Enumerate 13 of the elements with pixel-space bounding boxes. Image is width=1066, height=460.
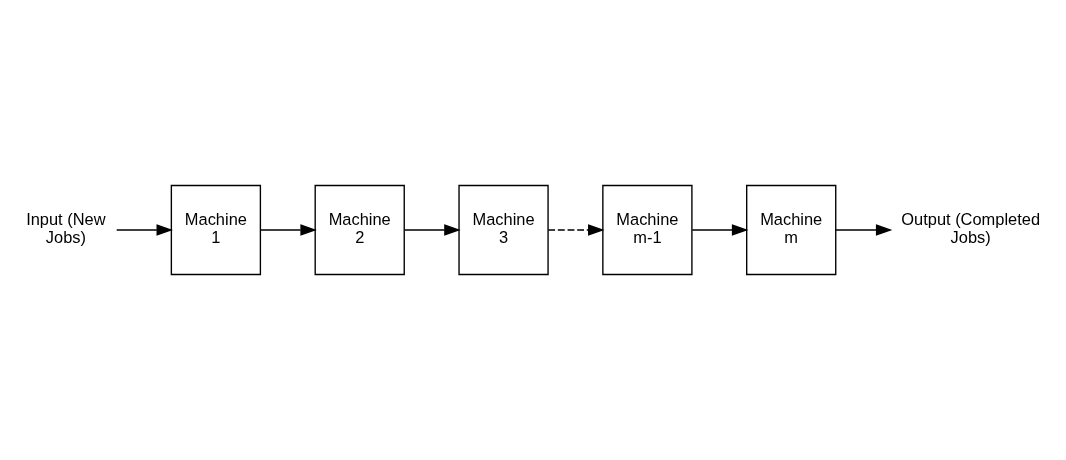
arrow [835,224,893,236]
node-box: Machine 1 [170,184,262,276]
node-text: Input (New Jobs) [26,210,106,247]
arrow [691,224,749,236]
node-box: Machine m-1 [602,184,693,276]
arrow [547,224,605,236]
arrow [260,224,317,236]
arrow [403,224,461,236]
node-text: Output (Completed Jobs) [901,210,1041,247]
node-box: Machine m [746,184,837,276]
node-box: Machine 3 [458,184,549,276]
node-box: Machine 2 [314,184,405,276]
arrow [116,224,173,236]
